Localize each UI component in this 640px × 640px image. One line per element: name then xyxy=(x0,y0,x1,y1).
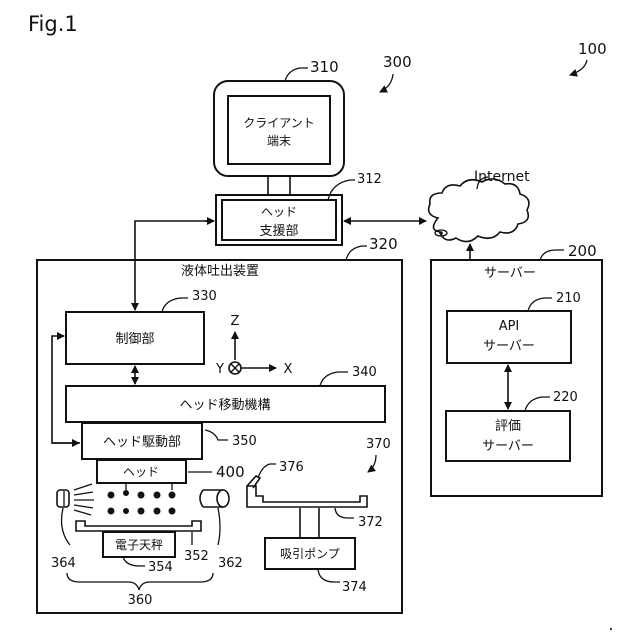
droplet xyxy=(138,492,145,499)
eval-server-label-line2: サーバー xyxy=(482,439,534,454)
api-server-label-line2: サーバー xyxy=(483,339,535,354)
system-ref-label: 100 xyxy=(578,40,607,58)
cloud-shape xyxy=(429,179,529,242)
system-ref-arrow xyxy=(570,60,587,75)
suction-pump-label: 吸引ポンプ xyxy=(280,547,340,561)
droplet xyxy=(123,490,129,496)
droplet xyxy=(123,508,129,514)
head-support-label-line1: ヘッド xyxy=(261,205,297,219)
controller-label: 制御部 xyxy=(115,332,154,347)
server-leader xyxy=(540,250,564,260)
monitor-screen xyxy=(228,96,330,164)
internet-cloud xyxy=(429,179,529,242)
client-terminal-ref: 310 xyxy=(310,58,339,76)
droplet xyxy=(108,508,115,515)
electronic-balance-ref: 354 xyxy=(148,560,173,575)
controller-ref: 330 xyxy=(192,289,217,304)
droplet xyxy=(154,492,161,499)
y-axis-label: Y xyxy=(215,362,224,377)
client-terminal-leader xyxy=(285,68,308,81)
head-support-ref: 312 xyxy=(357,172,382,187)
maintenance-unit-ref: 370 xyxy=(366,437,391,452)
client-system-ref-arrow xyxy=(380,74,393,92)
liquid-ejection-device-ref: 320 xyxy=(369,235,398,253)
light-source-ref: 364 xyxy=(51,556,76,571)
droplet xyxy=(154,508,161,515)
head-ref: 400 xyxy=(216,463,245,481)
server-label: サーバー xyxy=(484,266,536,281)
figure-title: Fig.1 xyxy=(28,12,78,36)
head-label: ヘッド xyxy=(123,465,159,479)
head-support-label-line2: 支援部 xyxy=(259,224,298,239)
camera-ref: 362 xyxy=(218,556,243,571)
droplet xyxy=(138,508,145,515)
eval-server-ref: 220 xyxy=(553,390,578,405)
api-server-ref: 210 xyxy=(556,291,581,306)
inspection-unit-ref: 360 xyxy=(128,593,153,608)
wiper-ref: 376 xyxy=(279,460,304,475)
liquid-ejection-device-leader xyxy=(346,246,367,260)
tray-ref: 352 xyxy=(184,549,209,564)
client-terminal-label-line1: クライアント xyxy=(243,116,315,130)
server-ref: 200 xyxy=(568,242,597,260)
cloud-eye-pupil xyxy=(439,231,443,235)
electronic-balance-label: 電子天秤 xyxy=(115,538,163,552)
internet-label: Internet xyxy=(474,169,530,185)
client-system-ref-label: 300 xyxy=(383,53,412,71)
droplet xyxy=(108,492,115,499)
x-axis-label: X xyxy=(284,362,293,377)
droplet xyxy=(169,492,176,499)
head-driver-ref: 350 xyxy=(232,434,257,449)
eval-server-label-line1: 評価 xyxy=(495,419,521,434)
head-moving-mechanism-ref: 340 xyxy=(352,365,377,380)
suction-pump-ref: 374 xyxy=(342,580,367,595)
droplet xyxy=(169,508,176,515)
api-server-label-line1: API xyxy=(499,319,520,334)
z-axis-label: Z xyxy=(231,314,240,329)
liquid-ejection-device-label: 液体吐出装置 xyxy=(181,264,259,279)
client-terminal: クライアント 端末 xyxy=(214,81,344,195)
client-terminal-label-line2: 端末 xyxy=(267,134,291,148)
head-driver-label: ヘッド駆動部 xyxy=(103,435,181,450)
head-support-unit: ヘッド 支援部 xyxy=(216,195,342,245)
suction-cap-ref: 372 xyxy=(358,515,383,530)
scan-artifact xyxy=(610,628,612,630)
head-moving-mechanism-label: ヘッド移動機構 xyxy=(179,398,270,413)
